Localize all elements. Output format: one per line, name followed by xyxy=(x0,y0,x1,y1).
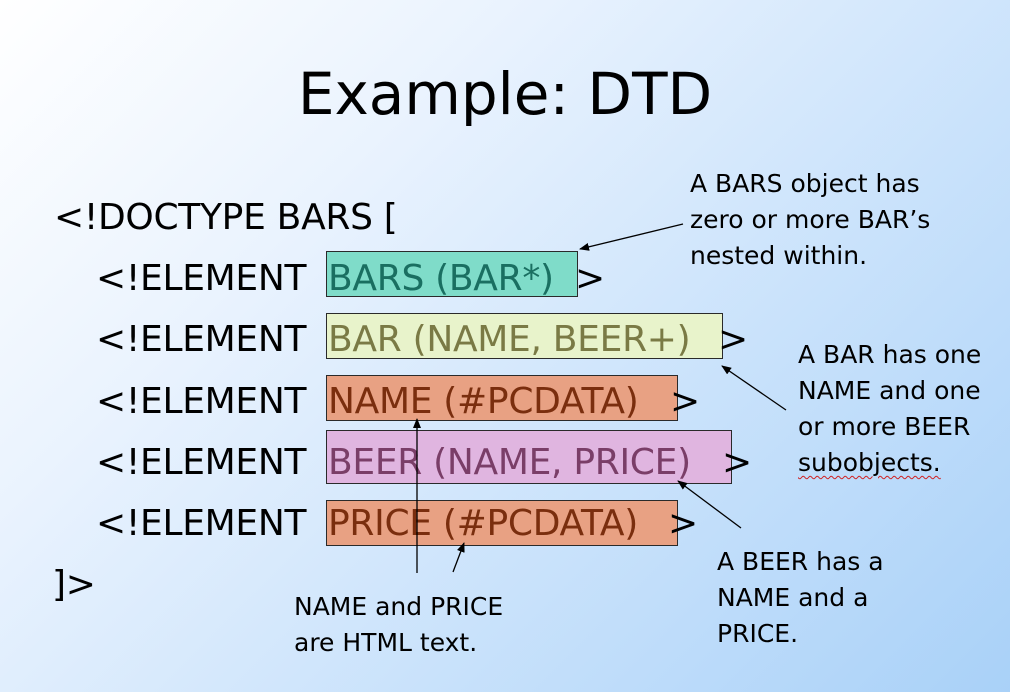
note-line-wrap: subobjects. xyxy=(798,445,981,481)
element-keyword: <!ELEMENT xyxy=(96,381,307,422)
decl-bar: BAR (NAME, BEER+) xyxy=(328,319,691,360)
decl-highlight-beer xyxy=(326,430,732,484)
slide-title: Example: DTD xyxy=(297,60,713,128)
arrow-price xyxy=(452,542,465,573)
decl-highlight-bar xyxy=(326,313,723,359)
decl-highlight-name xyxy=(326,375,678,421)
decl-beer: BEER (NAME, PRICE) xyxy=(328,442,691,483)
note-bar: A BAR has one NAME and one or more BEER … xyxy=(798,337,981,481)
note-line: are HTML text. xyxy=(294,628,478,657)
note-line: or more BEER xyxy=(798,412,971,441)
decl-close: > xyxy=(718,319,748,360)
decl-close: > xyxy=(670,381,700,422)
note-name-price: NAME and PRICE are HTML text. xyxy=(294,589,503,661)
element-keyword: <!ELEMENT xyxy=(96,442,307,483)
note-bars: A BARS object has zero or more BAR’s nes… xyxy=(690,166,930,274)
decl-close: > xyxy=(668,503,698,544)
note-line: NAME and PRICE xyxy=(294,592,504,621)
arrow-bar xyxy=(721,365,787,411)
note-line: NAME and one xyxy=(798,376,981,405)
note-line: nested within. xyxy=(690,241,868,270)
note-line: NAME and a xyxy=(717,583,869,612)
decl-highlight-bars xyxy=(326,251,578,297)
element-keyword: <!ELEMENT xyxy=(96,503,307,544)
spellcheck-word: subobjects. xyxy=(798,448,941,477)
arrow-bars xyxy=(579,223,684,251)
element-keyword: <!ELEMENT xyxy=(96,258,307,299)
doctype-close: ]> xyxy=(52,564,96,605)
note-line: A BEER has a xyxy=(717,547,884,576)
decl-bars: BARS (BAR*) xyxy=(328,258,554,299)
element-keyword: <!ELEMENT xyxy=(96,319,307,360)
decl-price: PRICE (#PCDATA) xyxy=(328,503,639,544)
decl-close: > xyxy=(722,442,752,483)
note-line: zero or more BAR’s xyxy=(690,205,931,234)
note-line: A BAR has one xyxy=(798,340,982,369)
arrow-beer xyxy=(677,480,742,529)
note-beer: A BEER has a NAME and a PRICE. xyxy=(717,544,884,652)
decl-name: NAME (#PCDATA) xyxy=(328,381,639,422)
doctype-open: <!DOCTYPE BARS [ xyxy=(54,197,398,238)
note-line: A BARS object has xyxy=(690,169,920,198)
note-line: PRICE. xyxy=(717,619,799,648)
decl-close: > xyxy=(575,258,605,299)
decl-highlight-price xyxy=(326,500,678,546)
